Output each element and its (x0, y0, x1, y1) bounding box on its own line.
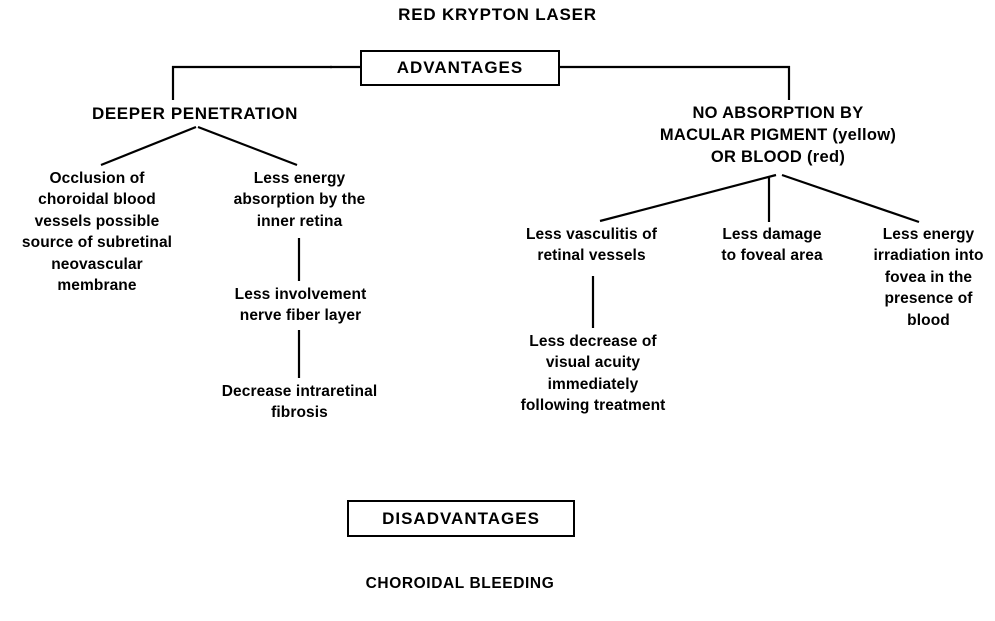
disadvantages-heading: CHOROIDAL BLEEDING (365, 575, 555, 593)
branch-heading-no-absorption: NO ABSORPTION BY MACULAR PIGMENT (yellow… (659, 104, 897, 166)
disadvantages-box: DISADVANTAGES (347, 500, 575, 537)
disadvantages-box-label: DISADVANTAGES (382, 508, 540, 528)
branch-heading-deeper-penetration: DEEPER PENETRATION (91, 104, 298, 123)
advantages-box: ADVANTAGES (360, 50, 560, 86)
node-decrease-intraretinal-fibrosis: Decrease intraretinal fibrosis (221, 383, 378, 422)
line-absorption-split-left (599, 173, 777, 223)
node-less-energy-irradiation-fovea: Less energy irradiation into fovea in th… (873, 226, 984, 329)
node-less-decrease-visual-acuity: Less decrease of visual acuity immediate… (520, 333, 666, 415)
node-occlusion-choroidal-vessels: Occlusion of choroidal blood vessels pos… (21, 170, 173, 294)
node-less-damage-foveal-area: Less damage to foveal area (721, 226, 823, 265)
page-title: RED KRYPTON LASER (398, 5, 597, 24)
line-deeper-split-left (100, 125, 197, 167)
line-absorption-split-right (781, 173, 920, 224)
node-less-vasculitis-retinal-vessels: Less vasculitis of retinal vessels (525, 226, 658, 265)
node-less-energy-absorption: Less energy absorption by the inner reti… (233, 170, 366, 230)
advantages-box-label: ADVANTAGES (396, 58, 524, 77)
disadvantages-notes: CHOROIDAL BLEEDING Avoided by larger spo… (160, 551, 760, 621)
line-deeper-split-right (197, 125, 298, 167)
node-less-involvement-nerve-fiber-layer: Less involvement nerve fiber layer (234, 286, 367, 325)
